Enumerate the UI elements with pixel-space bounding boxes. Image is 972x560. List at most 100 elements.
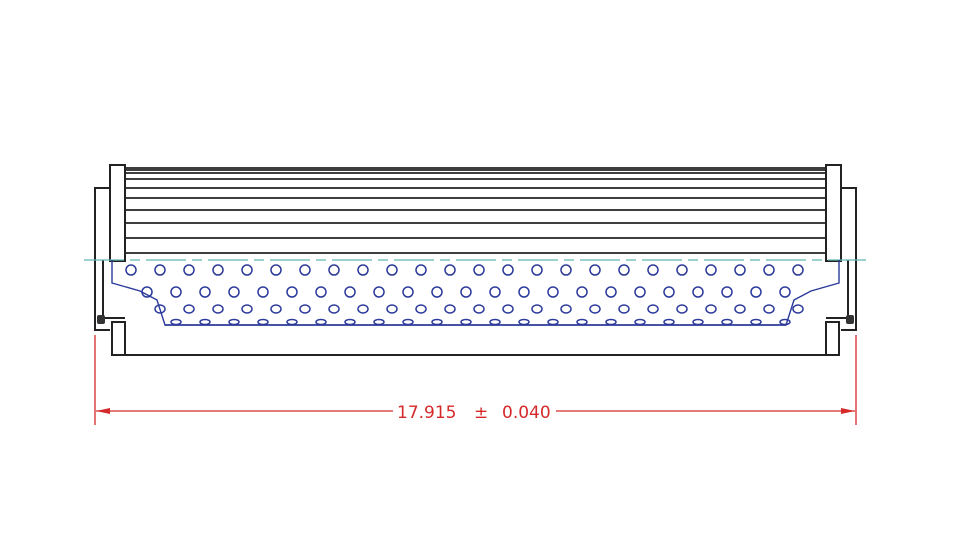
perforated-core-cutout — [111, 260, 840, 326]
perforation-hole — [531, 264, 543, 276]
perforation-hole — [605, 286, 617, 298]
perforation-hole — [518, 318, 530, 326]
perforation-hole — [154, 304, 166, 314]
perforation-hole — [473, 264, 485, 276]
perforation-hole — [618, 304, 630, 314]
dimension-nominal: 17.915 — [397, 403, 456, 423]
perforation-hole — [705, 304, 717, 314]
perforation-hole — [547, 318, 559, 326]
perforation-hole — [183, 264, 195, 276]
perforation-hole — [154, 264, 166, 276]
pleat-lines — [125, 167, 826, 254]
perforation-hole — [357, 304, 369, 314]
perforation-hole — [141, 286, 153, 298]
perforation-hole — [663, 318, 675, 326]
dimension-plus-minus: ± — [474, 403, 488, 423]
perforation-hole — [386, 264, 398, 276]
perforation-hole — [431, 286, 443, 298]
perforation-hole — [386, 304, 398, 314]
perforation-hole — [199, 286, 211, 298]
perforation-hole — [763, 264, 775, 276]
outer-housing-left — [94, 187, 110, 331]
perforation-hole — [199, 318, 211, 326]
perforation-hole — [257, 318, 269, 326]
perforation-hole — [489, 318, 501, 326]
perforation-hole — [170, 318, 182, 326]
perforation-hole — [315, 286, 327, 298]
perforation-hole — [444, 264, 456, 276]
perforation-hole — [634, 286, 646, 298]
perforation-hole — [328, 264, 340, 276]
perforation-hole — [605, 318, 617, 326]
perforation-hole — [270, 304, 282, 314]
perforation-hole — [750, 318, 762, 326]
perforation-hole — [560, 264, 572, 276]
perforation-hole — [647, 304, 659, 314]
perforation-hole — [692, 286, 704, 298]
perforation-hole — [402, 318, 414, 326]
outer-housing-right — [841, 187, 857, 331]
perforation-hole — [299, 264, 311, 276]
perforation-hole — [634, 318, 646, 326]
perforation-hole — [125, 264, 137, 276]
perforation-hole — [328, 304, 340, 314]
perforation-hole — [315, 318, 327, 326]
perforation-hole — [286, 318, 298, 326]
perforation-hole — [489, 286, 501, 298]
perforation-hole — [502, 264, 514, 276]
perforation-hole — [241, 304, 253, 314]
perforation-hole — [183, 304, 195, 314]
perforation-holes — [125, 264, 804, 326]
end-cap-lower-left — [111, 321, 126, 356]
seal-groove-left — [102, 260, 125, 319]
perforation-hole — [576, 318, 588, 326]
end-cap-lower-right — [825, 321, 840, 356]
perforation-hole — [560, 304, 572, 314]
perforation-hole — [357, 264, 369, 276]
perforation-hole — [415, 304, 427, 314]
perforation-hole — [721, 318, 733, 326]
arrowhead-right — [841, 408, 855, 414]
perforation-hole — [792, 304, 804, 314]
perforation-hole — [257, 286, 269, 298]
perforation-hole — [518, 286, 530, 298]
o-ring-seals — [97, 315, 854, 324]
dimension-line — [94, 335, 857, 425]
o-ring-left — [97, 315, 105, 324]
perforation-hole — [344, 286, 356, 298]
end-cap-upper-left — [109, 164, 126, 262]
perforation-hole — [779, 286, 791, 298]
perforation-hole — [444, 304, 456, 314]
perforation-hole — [663, 286, 675, 298]
perforation-hole — [373, 286, 385, 298]
perforation-hole — [373, 318, 385, 326]
perforation-hole — [792, 264, 804, 276]
perforation-hole — [344, 318, 356, 326]
perforation-hole — [212, 264, 224, 276]
perforation-hole — [228, 318, 240, 326]
seal-groove-right — [826, 260, 849, 319]
perforation-hole — [431, 318, 443, 326]
perforation-hole — [589, 264, 601, 276]
perforation-hole — [692, 318, 704, 326]
perforation-hole — [734, 304, 746, 314]
perforation-hole — [676, 304, 688, 314]
perforation-hole — [763, 304, 775, 314]
dimension-tolerance: 0.040 — [502, 403, 551, 423]
perforation-hole — [212, 304, 224, 314]
perforation-hole — [705, 264, 717, 276]
perforation-hole — [299, 304, 311, 314]
perforation-hole — [415, 264, 427, 276]
perforation-hole — [647, 264, 659, 276]
perforation-hole — [402, 286, 414, 298]
perforation-hole — [228, 286, 240, 298]
perforation-hole — [502, 304, 514, 314]
perforation-hole — [779, 318, 791, 326]
perforation-hole — [721, 286, 733, 298]
o-ring-right — [846, 315, 854, 324]
arrowhead-left — [96, 408, 110, 414]
perforation-hole — [734, 264, 746, 276]
perforation-hole — [460, 318, 472, 326]
